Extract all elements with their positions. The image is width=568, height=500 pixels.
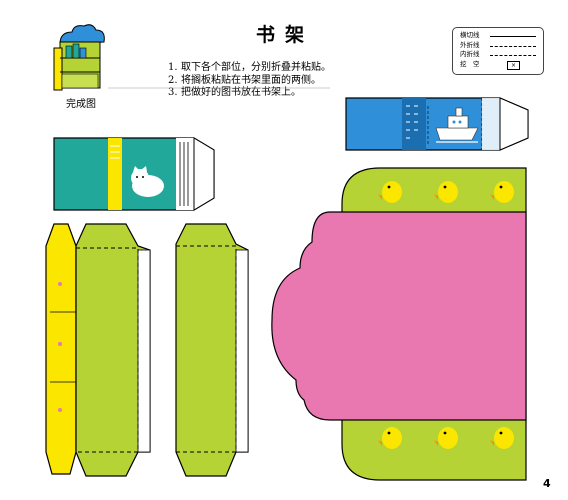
teal-book-piece [53,137,215,211]
instructions-list: 1.取下各个部位，分别折叠并粘贴。 2.将搁板粘贴在书架里面的两侧。 3.把做好… [168,62,331,100]
chick-icon [378,181,402,203]
dashdot-line-sample [490,55,536,56]
left-side-panel-piece [45,223,151,477]
line-legend: 横切线 外折线 内折线 挖 空× [452,27,544,75]
chick-icon [434,427,458,449]
page-number: 4 [543,477,551,490]
chick-icon [434,181,458,203]
chick-icon [490,181,514,203]
legend-row-cut: 横切线 [457,31,539,41]
page-title: 书架 [256,24,315,46]
blue-book-piece [345,97,529,151]
instruction-step: 2.将搁板粘贴在书架里面的两侧。 [168,74,321,86]
legend-row-cut-out: 挖 空× [457,60,539,70]
chick-icon [378,427,402,449]
chick-icon [490,427,514,449]
right-side-panel-piece [175,223,249,477]
instruction-step: 1.取下各个部位，分别折叠并粘贴。 [168,62,331,73]
instruction-step: 3.把做好的图书放在书架上。 [168,87,301,98]
preview-label: 完成图 [66,99,96,110]
solid-line-sample [490,36,536,37]
back-panel-piece [271,167,527,481]
dashed-line-sample [490,45,536,47]
cut-out-mark: × [507,60,520,70]
legend-row-inner-fold: 内折线 [457,50,539,60]
boat-icon [435,107,479,143]
legend-row-outer-fold: 外折线 [457,41,539,51]
cat-icon [131,166,164,197]
